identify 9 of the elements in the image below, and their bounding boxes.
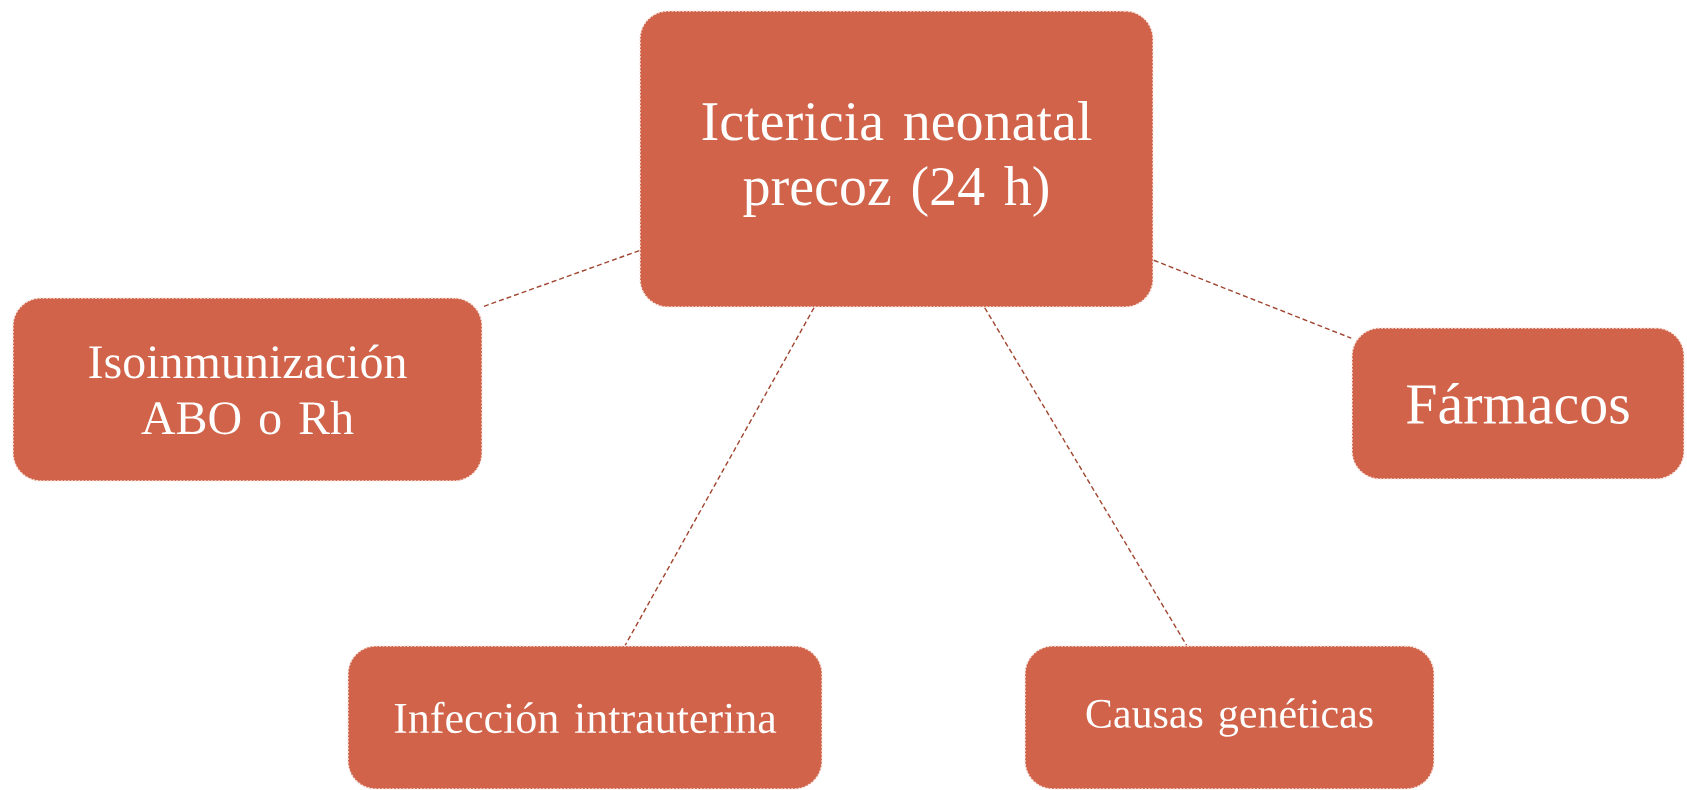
connector-line (624, 307, 815, 646)
connector-line (482, 249, 640, 308)
connector-line (1153, 259, 1352, 339)
connector-line (984, 307, 1188, 646)
topic-box: Causas genéticas (1024, 645, 1435, 790)
topic-box: Fármacos (1351, 327, 1685, 480)
topic-box: Infección intrauterina (347, 645, 823, 790)
topic-box: Ictericia neonatal precoz (24 h) (639, 10, 1154, 308)
topic-box: Isoinmunización ABO o Rh (12, 297, 483, 482)
